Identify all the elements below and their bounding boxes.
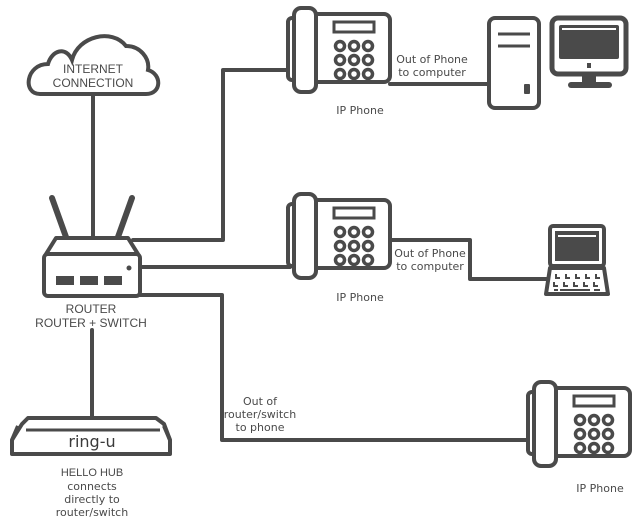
hub-device-text: ring-u	[68, 432, 116, 451]
ip-phone-3-icon	[526, 380, 632, 468]
ip-phone-2-label: IP Phone	[336, 291, 384, 304]
router-label-line1: ROUTER	[65, 302, 117, 316]
phone2-conn-line1: Out of Phone	[394, 247, 466, 260]
router-to-phone3-label: Out of router/switch to phone	[222, 395, 298, 434]
ip-phone-1-label: IP Phone	[336, 104, 384, 117]
ip-phone-2-icon	[286, 192, 392, 280]
ip-phone-3-label: IP Phone	[576, 482, 624, 495]
phone1-to-computer-label: Out of Phone to computer	[392, 53, 472, 79]
phone3-conn-line1: Out of	[242, 395, 278, 408]
internet-connection-label: INTERNET CONNECTION	[48, 62, 138, 90]
phone3-conn-line2: router/switch	[223, 408, 297, 421]
router-label-line2: ROUTER + SWITCH	[35, 316, 147, 330]
hub-label-line3: directly to	[64, 493, 120, 506]
phone2-to-laptop-label: Out of Phone to computer	[390, 247, 470, 273]
hub-label-line1: HELLO HUB	[60, 467, 124, 479]
hub-label-line2: connects	[67, 480, 117, 493]
hello-hub-icon	[10, 416, 172, 456]
desktop-tower-icon	[487, 16, 541, 110]
router-label: ROUTER ROUTER + SWITCH	[26, 302, 156, 330]
cloud-icon	[26, 34, 161, 96]
internet-label-line1: INTERNET	[63, 62, 123, 76]
phone3-conn-line3: to phone	[235, 421, 285, 434]
line-phone2-to-laptop	[388, 238, 550, 281]
laptop-icon	[544, 224, 610, 296]
internet-label-line2: CONNECTION	[52, 76, 134, 90]
phone1-conn-line2: to computer	[398, 66, 466, 79]
ip-phone-1-icon	[286, 6, 392, 94]
line-router-to-phone1	[131, 68, 292, 242]
phone2-conn-line2: to computer	[396, 260, 464, 273]
line-router-to-phone3	[136, 293, 532, 442]
phone1-conn-line1: Out of Phone	[396, 53, 468, 66]
hub-label-line4: router/switch	[55, 506, 129, 519]
router-icon	[42, 195, 142, 298]
monitor-icon	[549, 15, 629, 88]
hello-hub-label: HELLO HUB connects directly to router/sw…	[40, 466, 144, 519]
